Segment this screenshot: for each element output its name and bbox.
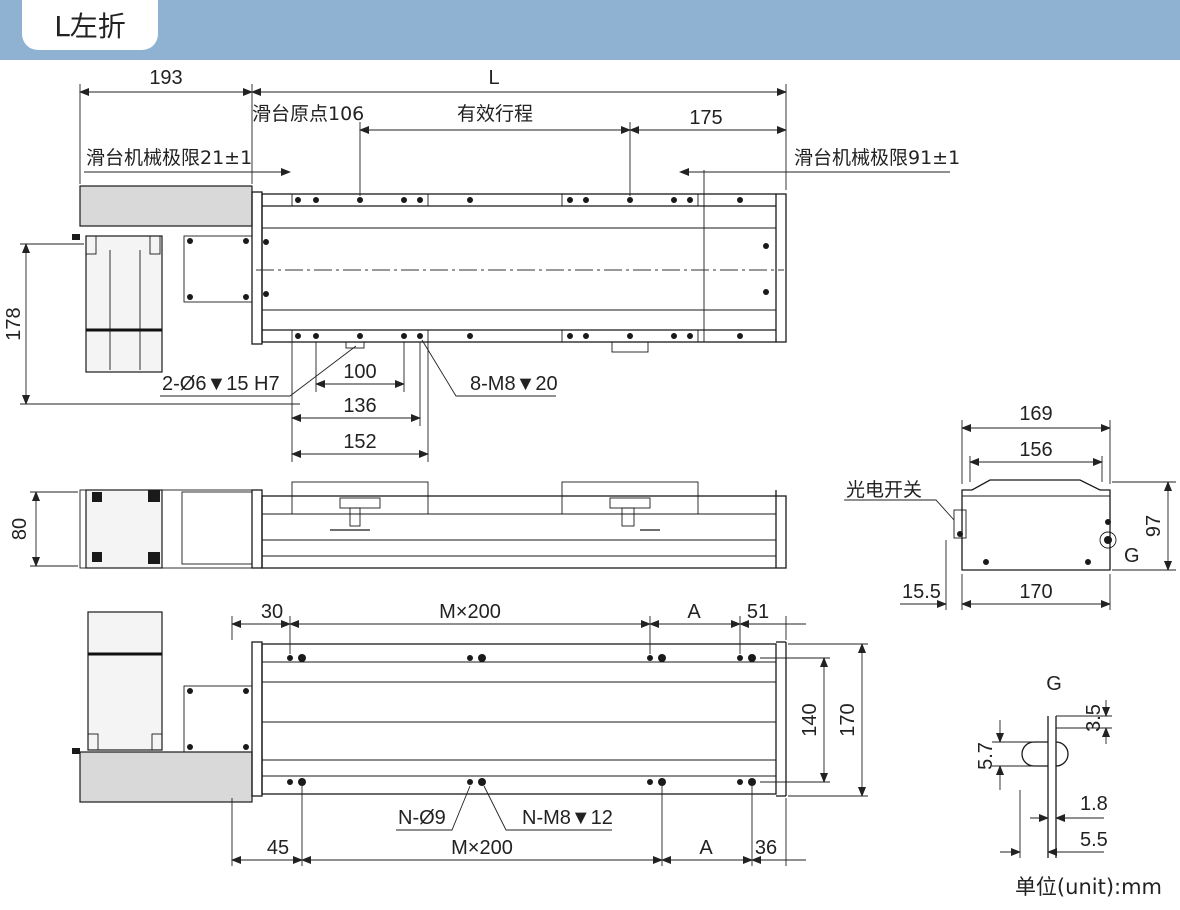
- dim-45: 45: [267, 837, 289, 859]
- header-title: L左折: [22, 0, 158, 50]
- end-view: 169 156 光电开关 97 G 15.5 170: [844, 403, 1176, 610]
- dim-1-8: 1.8: [1080, 793, 1108, 815]
- tap-hole-label: 8-M8▼20: [470, 373, 558, 395]
- motor-cover: [79, 185, 253, 227]
- detail-g: G 3.5 5.7 1.8 5.5: [975, 673, 1112, 858]
- dim-193: 193: [149, 67, 182, 89]
- top-view: 193 L 滑台原点106 有效行程 175 滑台机械极限21±1 滑台机械极限…: [3, 67, 960, 462]
- dim-80: 80: [9, 518, 31, 540]
- mech-limit-right: 滑台机械极限91±1: [794, 147, 960, 169]
- dim-36: 36: [755, 837, 777, 859]
- dim-51: 51: [747, 601, 769, 623]
- dim-152: 152: [343, 431, 376, 453]
- side-view: 80: [9, 481, 787, 569]
- mech-limit-left: 滑台机械极限21±1: [86, 147, 252, 169]
- g-groove: [1021, 741, 1048, 767]
- side-body: [261, 495, 787, 569]
- end-dim-97: 97: [1143, 515, 1165, 537]
- dim-5-7: 5.7: [975, 742, 997, 770]
- dim-140: 140: [799, 703, 821, 736]
- dim-136: 136: [343, 395, 376, 417]
- dim-3-5: 3.5: [1083, 704, 1105, 732]
- dim-178: 178: [3, 307, 25, 340]
- detail-ref-g: G: [1124, 545, 1140, 567]
- end-dim-170: 170: [1019, 581, 1052, 603]
- motor-body: [85, 235, 163, 373]
- photo-switch-label: 光电开关: [846, 479, 922, 501]
- header-bar: L左折: [0, 0, 1180, 60]
- dim-m200-bottom: M×200: [451, 837, 513, 859]
- bottom-body: [261, 643, 777, 795]
- end-dim-156: 156: [1019, 439, 1052, 461]
- dim-170: 170: [837, 703, 859, 736]
- dim-100: 100: [343, 361, 376, 383]
- end-dim-169: 169: [1019, 403, 1052, 425]
- n-tap-label: N-M8▼12: [522, 807, 613, 829]
- detail-g-title: G: [1046, 673, 1062, 695]
- n-hole-label: N-Ø9: [398, 807, 446, 829]
- slider-origin-label: 滑台原点106: [252, 103, 364, 125]
- dim-5-5: 5.5: [1080, 829, 1108, 851]
- dim-a-bottom: A: [699, 837, 713, 859]
- unit-note: 单位(unit):mm: [1015, 875, 1162, 899]
- end-dim-15-5: 15.5: [902, 581, 941, 603]
- bottom-view: 30 M×200 A 51 140 170 N-Ø9 N-M8▼12 45 M×…: [72, 601, 868, 866]
- dowel-hole-label: 2-Ø6▼15 H7: [162, 373, 280, 395]
- dim-175: 175: [689, 107, 722, 129]
- dim-30: 30: [261, 601, 283, 623]
- dim-m200-top: M×200: [439, 601, 501, 623]
- bottom-motor: [87, 611, 163, 751]
- effective-stroke-label: 有效行程: [457, 103, 533, 125]
- dim-L: L: [488, 67, 499, 89]
- end-profile: [961, 479, 1111, 571]
- dim-a-top: A: [687, 601, 701, 623]
- actuator-body: [261, 193, 787, 343]
